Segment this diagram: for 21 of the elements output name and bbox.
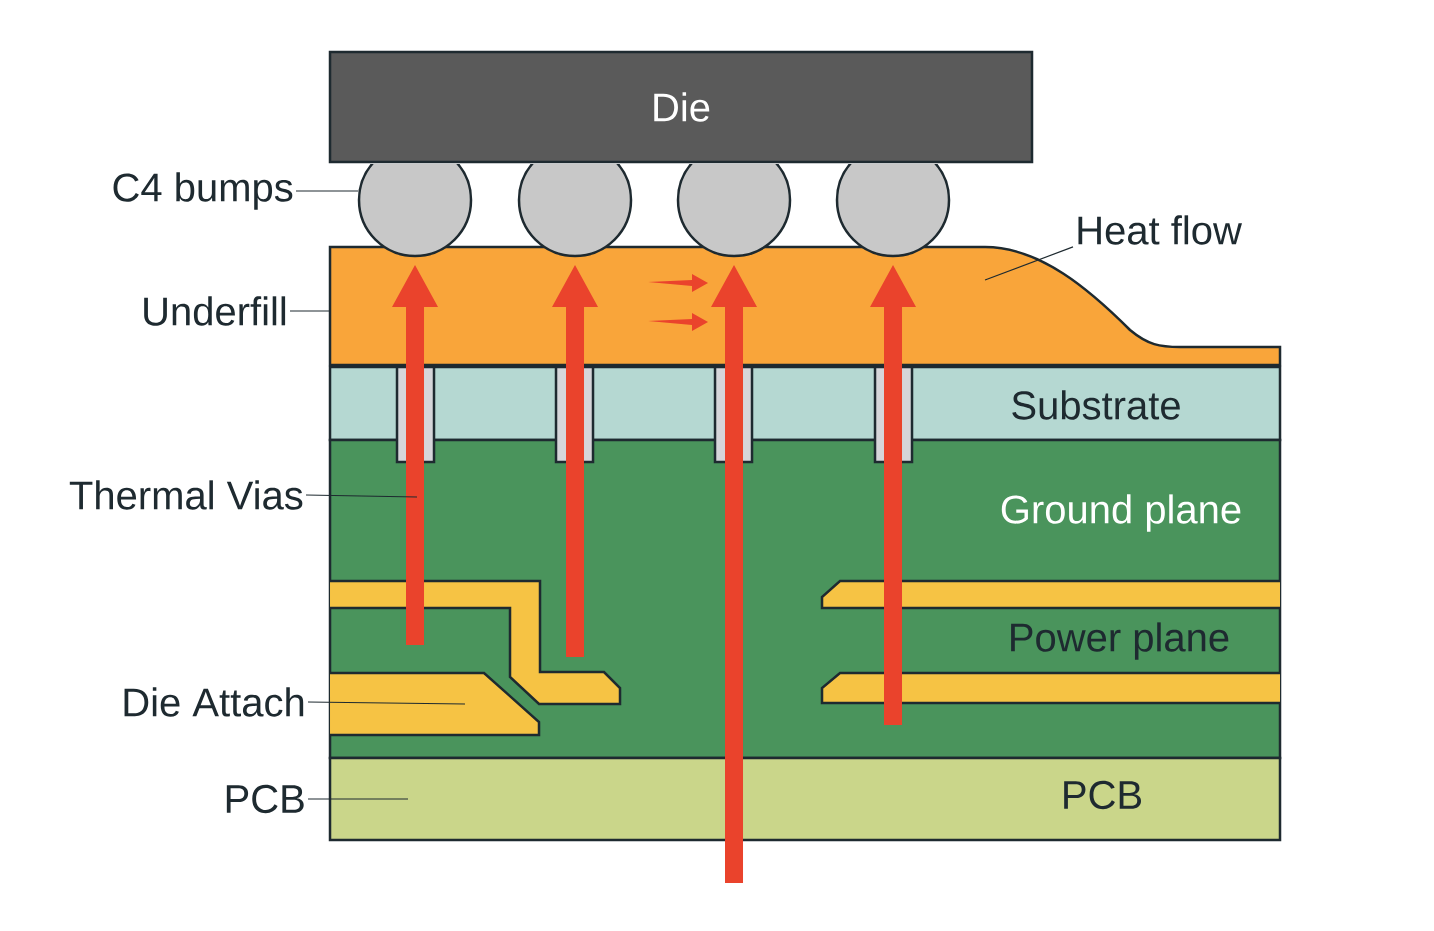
copper-trace — [820, 579, 1282, 610]
pcb-layer: PCB — [328, 756, 1282, 842]
leader-line — [984, 246, 1074, 281]
die-block: Die — [328, 50, 1034, 164]
leader-line — [307, 701, 466, 705]
solder-bump — [835, 164, 951, 258]
callout-text: Underfill — [144, 296, 286, 326]
callout-text: Thermal Vias — [69, 480, 303, 510]
layer-label: Power plane — [1011, 622, 1229, 660]
leader-line — [305, 494, 418, 498]
solder-bump — [357, 164, 473, 258]
solder-bump — [676, 164, 792, 258]
callout-text: PCB — [226, 784, 304, 814]
solder-bump — [517, 164, 633, 258]
leader-line — [307, 798, 409, 800]
copper-trace — [820, 671, 1282, 705]
callout-text: Heat flow — [1078, 215, 1242, 245]
callout-text: Die Attach — [124, 687, 304, 717]
leader-line — [295, 190, 359, 192]
callout-text: C4 bumps — [113, 172, 293, 210]
leader-line — [289, 310, 331, 312]
